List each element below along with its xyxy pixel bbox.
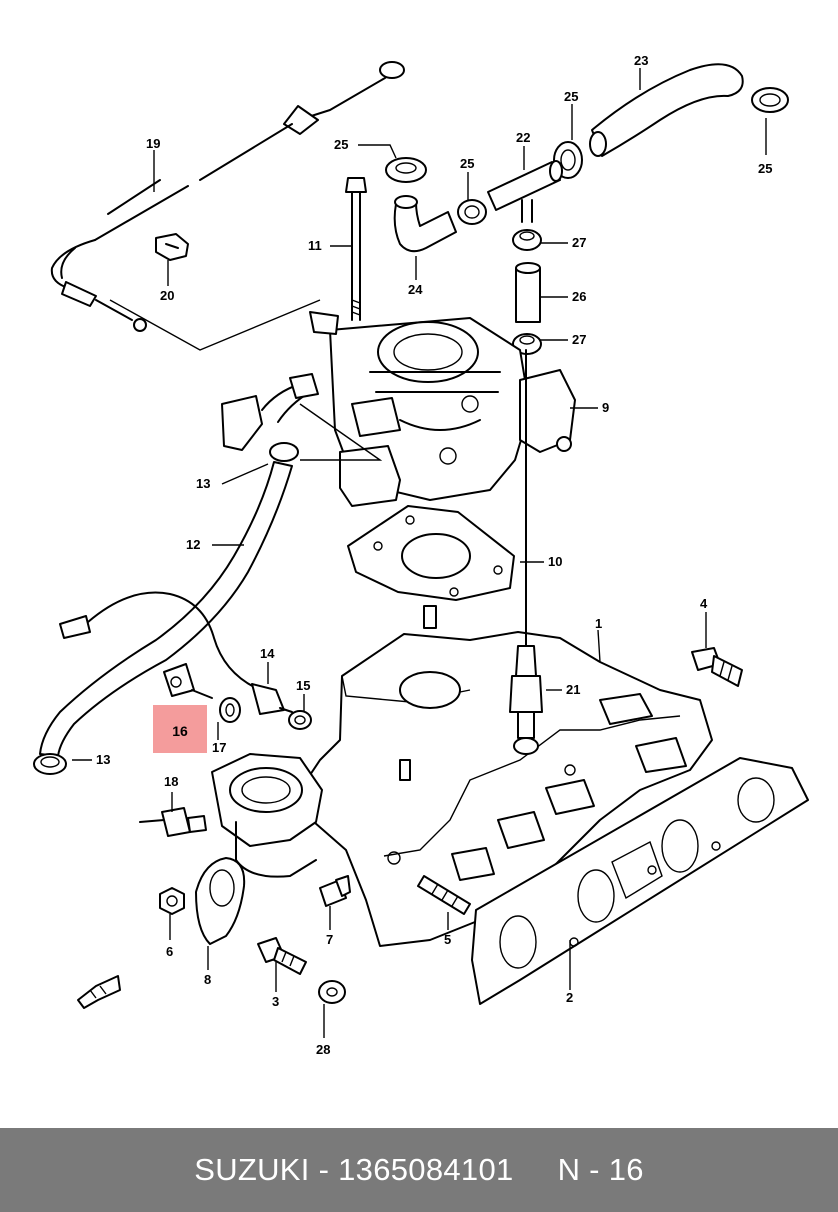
- clamp-part-25-mid: [457, 199, 487, 225]
- callout-22: 22: [516, 130, 530, 145]
- callout-2: 2: [566, 990, 573, 1005]
- brand-part-number: SUZUKI - 1365084101: [194, 1152, 514, 1187]
- gasket-part-10: [347, 505, 515, 601]
- sensor-part-18: [139, 807, 207, 837]
- callout-labels: 19 20 11 25 25 25 23 25 22 24 27 26 27 9…: [96, 53, 772, 1057]
- callout-10: 10: [548, 554, 562, 569]
- bolt-part-11: [345, 177, 367, 321]
- callout-28: 28: [316, 1042, 330, 1057]
- washer-part-17: [219, 697, 241, 723]
- callout-6: 6: [166, 944, 173, 959]
- callout-18: 18: [164, 774, 178, 789]
- clamp-part-25-top: [385, 157, 427, 183]
- clamp-part-25-right: [751, 87, 789, 113]
- callout-14: 14: [260, 646, 275, 661]
- footer-bar: SUZUKI - 1365084101 N - 16: [0, 1128, 838, 1212]
- throttle-cable-part-19: [50, 61, 405, 351]
- callout-12: 12: [186, 537, 200, 552]
- callout-11: 11: [308, 238, 322, 253]
- callout-4: 4: [700, 596, 708, 611]
- diagram-reference: N - 16: [557, 1152, 644, 1187]
- hose-part-26: [515, 262, 541, 323]
- callout-20: 20: [160, 288, 174, 303]
- clamp-part-13-upper: [269, 442, 299, 462]
- callout-7: 7: [326, 932, 333, 947]
- hose-part-22: [487, 160, 563, 211]
- callout-25-upper: 25: [564, 89, 578, 104]
- callout-15: 15: [296, 678, 310, 693]
- washer-part-28: [318, 980, 346, 1004]
- sensor-harness-part-14: [59, 591, 293, 715]
- callout-13-lower: 13: [96, 752, 110, 767]
- bolt-part-4: [691, 647, 743, 687]
- bolt-part-3: [257, 937, 307, 975]
- washer-part-15: [288, 710, 312, 730]
- callout-23: 23: [634, 53, 648, 68]
- parts-diagram: 16: [33, 53, 809, 1057]
- clamp-part-27-upper: [512, 229, 542, 251]
- intake-manifold-part-1: [211, 605, 713, 947]
- callout-25-right: 25: [758, 161, 772, 176]
- nut-part-6: [159, 887, 185, 915]
- callout-17: 17: [212, 740, 226, 755]
- callout-26: 26: [572, 289, 586, 304]
- fitting-part-7: [319, 875, 351, 907]
- hose-part-23: [589, 63, 744, 157]
- callout-3: 3: [272, 994, 279, 1009]
- callout-5: 5: [444, 932, 451, 947]
- callout-21: 21: [566, 682, 580, 697]
- elbow-hose-part-24: [393, 195, 457, 253]
- callout-24: 24: [408, 282, 423, 297]
- front-arrow-icon: [77, 975, 121, 1009]
- callout-8: 8: [204, 972, 211, 987]
- callout-25-top: 25: [334, 137, 348, 152]
- callout-13-upper: 13: [196, 476, 210, 491]
- callout-27-lower: 27: [572, 332, 586, 347]
- callout-1: 1: [595, 616, 602, 631]
- svg-text:16: 16: [172, 723, 188, 739]
- carburetor-part-9: [221, 311, 576, 507]
- highlight-box-part-16: 16: [153, 705, 207, 753]
- callout-25-mid: 25: [460, 156, 474, 171]
- gasket-part-8: [195, 857, 246, 945]
- pipe-stub: [521, 199, 533, 223]
- clamp-part-13-lower: [33, 753, 67, 775]
- valve-part-21: [509, 349, 543, 755]
- callout-9: 9: [602, 400, 609, 415]
- sensor-part-16: [163, 663, 213, 699]
- callout-19: 19: [146, 136, 160, 151]
- gasket-part-2: [471, 757, 809, 1005]
- bracket-part-20: [155, 233, 189, 261]
- leader-lines: [72, 68, 767, 1038]
- stud-part-5: [417, 875, 471, 915]
- callout-27-upper: 27: [572, 235, 586, 250]
